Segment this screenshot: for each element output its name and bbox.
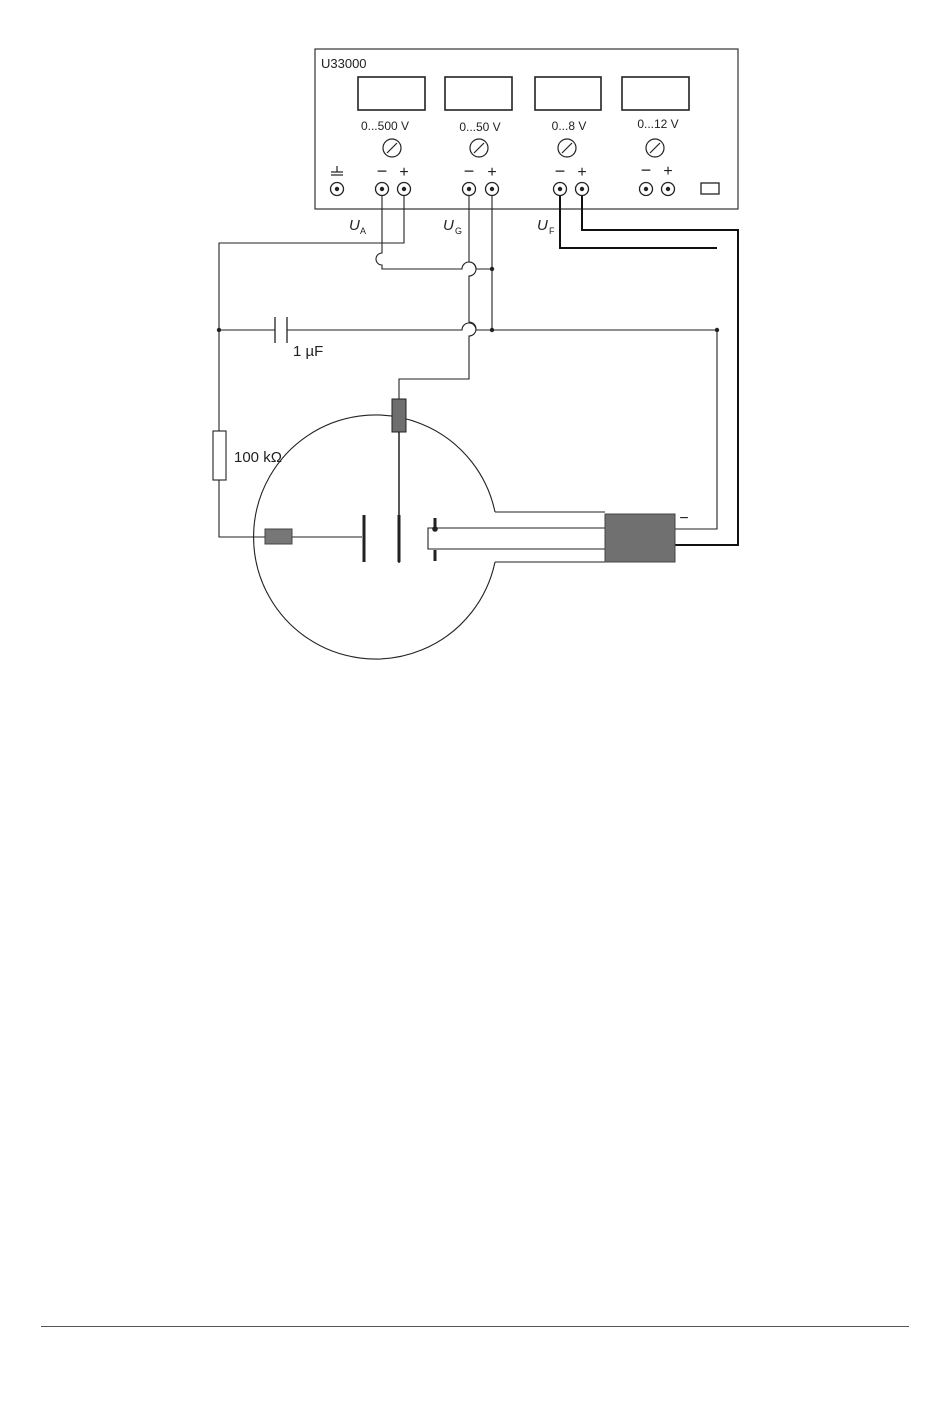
socket-50v-plus[interactable]: [486, 183, 499, 196]
socket-500v-plus[interactable]: [398, 183, 411, 196]
tube-base: [605, 514, 675, 562]
voltage-label-grid: U G: [443, 217, 462, 236]
capacitor-label: 1 µF: [293, 343, 323, 360]
tube: −: [254, 399, 689, 659]
wire-resistor-anode: [219, 480, 265, 537]
power-switch[interactable]: [701, 183, 719, 194]
display-500v: [358, 77, 425, 110]
display-8v: [535, 77, 601, 110]
socket-12v-plus[interactable]: [662, 183, 675, 196]
plus-label-50v: +: [487, 164, 496, 181]
socket-50v-minus[interactable]: [463, 183, 476, 196]
capacitor: 1 µF: [275, 317, 323, 360]
svg-text:U: U: [443, 217, 454, 234]
plus-label-500v: +: [399, 164, 408, 181]
voltage-label-filament: U F: [537, 217, 555, 236]
knob-500v[interactable]: [383, 139, 401, 157]
wire-middle-rail: [219, 323, 717, 330]
junctions: [217, 267, 719, 332]
svg-text:G: G: [455, 226, 462, 236]
socket-12v-minus[interactable]: [640, 183, 653, 196]
ground-socket[interactable]: [331, 183, 344, 196]
plus-label-12v: +: [663, 163, 672, 180]
svg-text:U: U: [349, 217, 360, 234]
wire-grid-minus: [399, 196, 476, 399]
range-label-50v: 0...50 V: [459, 120, 500, 134]
range-label-8v: 0...8 V: [552, 119, 587, 133]
display-50v: [445, 77, 512, 110]
range-label-500v: 0...500 V: [361, 119, 409, 133]
minus-label-8v: −: [555, 161, 566, 181]
knob-50v[interactable]: [470, 139, 488, 157]
minus-label-12v: −: [641, 160, 652, 180]
plus-label-8v: +: [577, 164, 586, 181]
svg-text:U: U: [537, 217, 548, 234]
tube-minus-label: −: [679, 510, 688, 527]
minus-label-500v: −: [377, 161, 388, 181]
voltage-label-anode: U A: [349, 217, 366, 236]
power-supply-model: U33000: [321, 56, 367, 71]
grid-cap: [392, 399, 406, 432]
footer-rule: [41, 1326, 909, 1327]
socket-500v-minus[interactable]: [376, 183, 389, 196]
minus-label-50v: −: [464, 161, 475, 181]
wire-anode-plus: [219, 196, 404, 431]
svg-text:F: F: [549, 226, 555, 236]
socket-8v-minus[interactable]: [554, 183, 567, 196]
filament-wires: [560, 196, 738, 545]
range-label-12v: 0...12 V: [637, 117, 678, 131]
socket-8v-plus[interactable]: [576, 183, 589, 196]
power-supply: U33000 0...500 V 0...50 V 0...8 V 0...12…: [315, 49, 738, 209]
anode-pin: [265, 529, 292, 544]
svg-text:A: A: [360, 226, 366, 236]
knob-8v[interactable]: [558, 139, 576, 157]
tube-stem: [428, 528, 605, 549]
wire-right-rail: [675, 330, 717, 529]
knob-12v[interactable]: [646, 139, 664, 157]
resistor-label: 100 kΩ: [234, 449, 282, 466]
display-12v: [622, 77, 689, 110]
